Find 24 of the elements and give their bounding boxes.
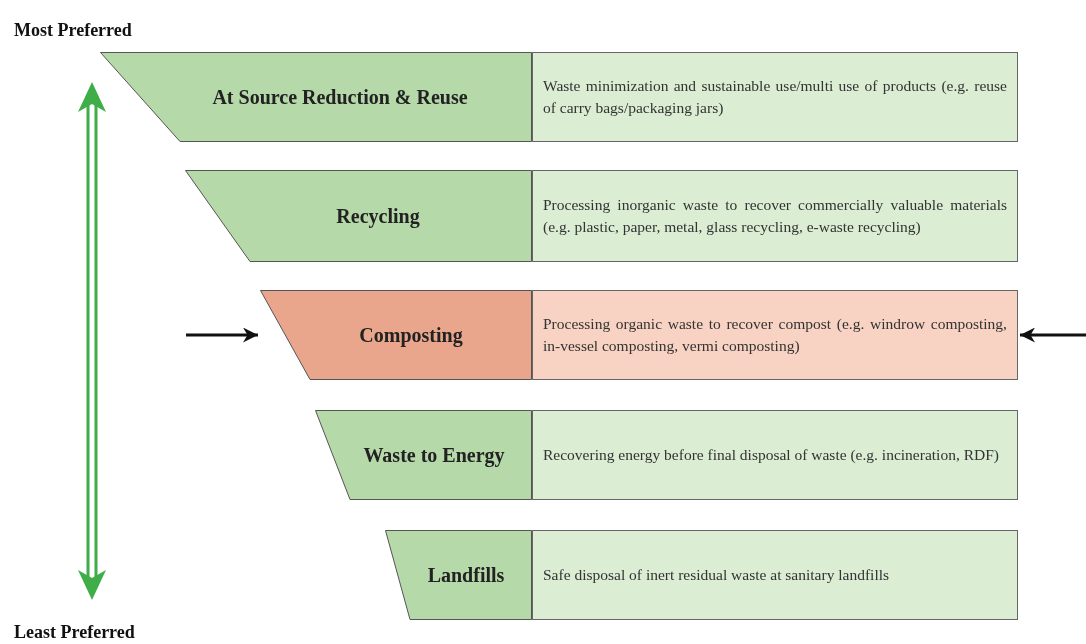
description-box [532, 410, 1018, 500]
scale-label: Least Preferred [14, 622, 135, 643]
arrow [1020, 327, 1086, 343]
description-box [532, 170, 1018, 262]
description-text: Waste minimization and sustainable use/multi use of products (e.g. reuse of carry bags/packaging jars) [543, 76, 1007, 118]
trapezoid-box [260, 290, 532, 380]
trapezoid-box [185, 170, 532, 262]
level-title: Landfills [427, 563, 505, 587]
level-title: Waste to Energy [363, 443, 505, 467]
description-text: Safe disposal of inert residual waste at sanitary landfills [543, 565, 890, 585]
description-text: Processing organic waste to recover compost (e.g. windrow composting, in-vessel composting, vermi composting) [543, 314, 1007, 356]
trapezoid-box [100, 52, 532, 142]
arrow [186, 327, 258, 343]
description-text: Recovering energy before final disposal of waste (e.g. incineration, RDF) [543, 445, 999, 465]
trapezoid-box [315, 410, 532, 500]
level-title: Recycling [336, 204, 420, 228]
level-title: At Source Reduction & Reuse [212, 85, 468, 109]
level-title: Composting [359, 323, 463, 347]
trapezoid-box [385, 530, 532, 620]
description-text: Processing inorganic waste to recover commercially valuable materials (e.g. plastic, paper, metal, glass recycling, e-waste recycling) [543, 195, 1007, 237]
description-box [532, 530, 1018, 620]
scale-label: Most Preferred [14, 20, 132, 41]
description-box [532, 52, 1018, 142]
description-box [532, 290, 1018, 380]
